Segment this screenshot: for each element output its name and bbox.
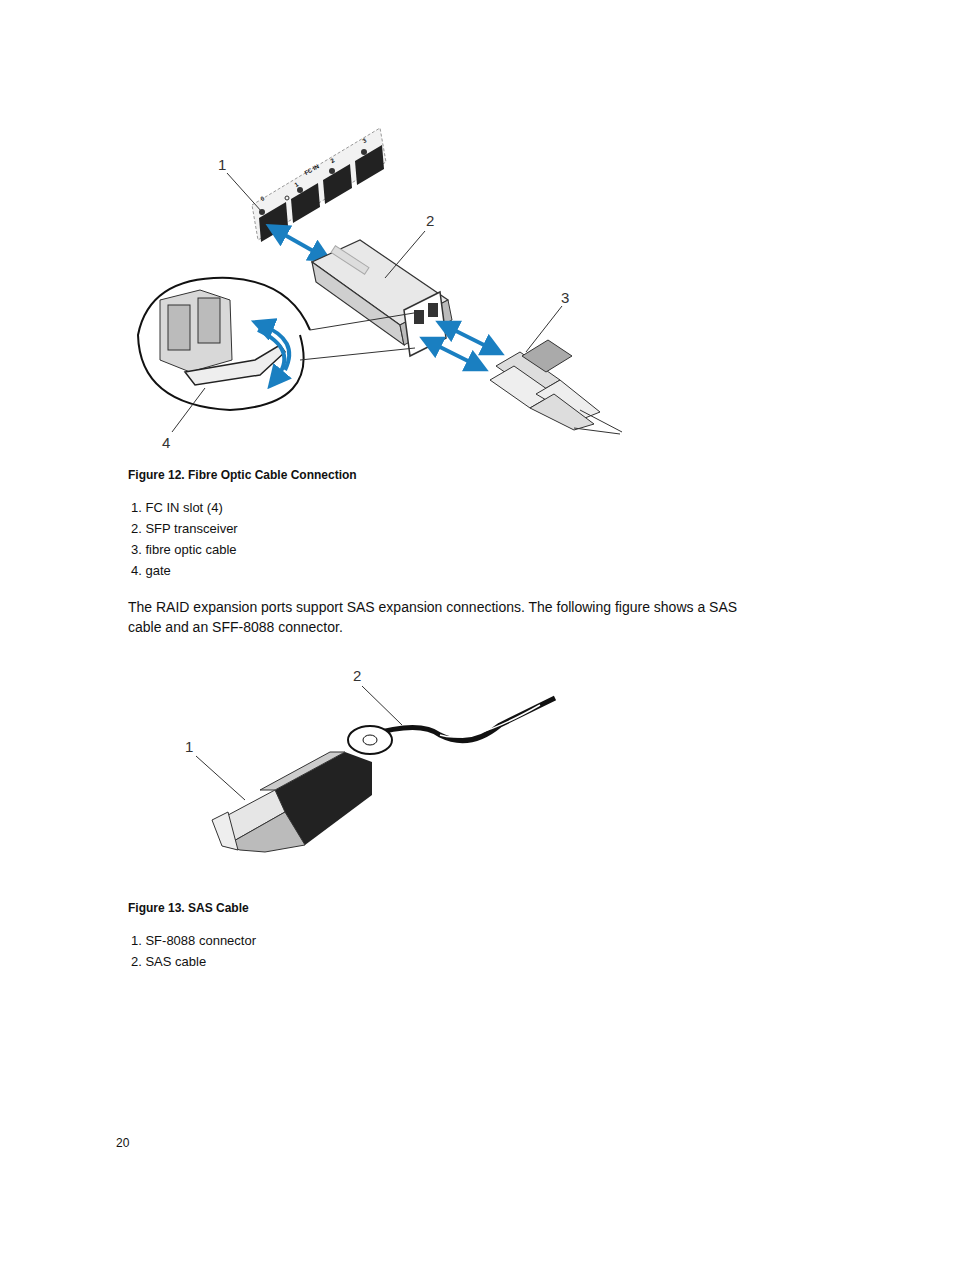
fibre-optic-cable <box>490 340 622 434</box>
list-item: 2. SAS cable <box>131 954 206 970</box>
list-item: 1. FC IN slot (4) <box>131 500 223 516</box>
callout-number: 4 <box>162 434 170 452</box>
callout-number: 1 <box>218 156 226 174</box>
callout-number: 3 <box>561 289 569 307</box>
figure-caption: Figure 13. SAS Cable <box>128 901 249 915</box>
figure-caption: Figure 12. Fibre Optic Cable Connection <box>128 468 357 482</box>
list-item: 1. SF-8088 connector <box>131 933 256 949</box>
callout-number: 2 <box>426 212 434 230</box>
body-paragraph: The RAID expansion ports support SAS exp… <box>128 597 768 637</box>
list-item: 4. gate <box>131 563 171 579</box>
fc-panel <box>252 128 386 242</box>
list-item: 2. SFP transceiver <box>131 521 238 537</box>
list-item: 3. fibre optic cable <box>131 542 237 558</box>
page-number: 20 <box>116 1136 129 1150</box>
sfp-transceiver <box>312 240 452 356</box>
leader-lines <box>172 173 562 800</box>
callout-number: 1 <box>185 738 193 756</box>
callout-number: 2 <box>353 667 361 685</box>
gate-detail <box>138 278 420 410</box>
sas-cable <box>212 698 555 852</box>
